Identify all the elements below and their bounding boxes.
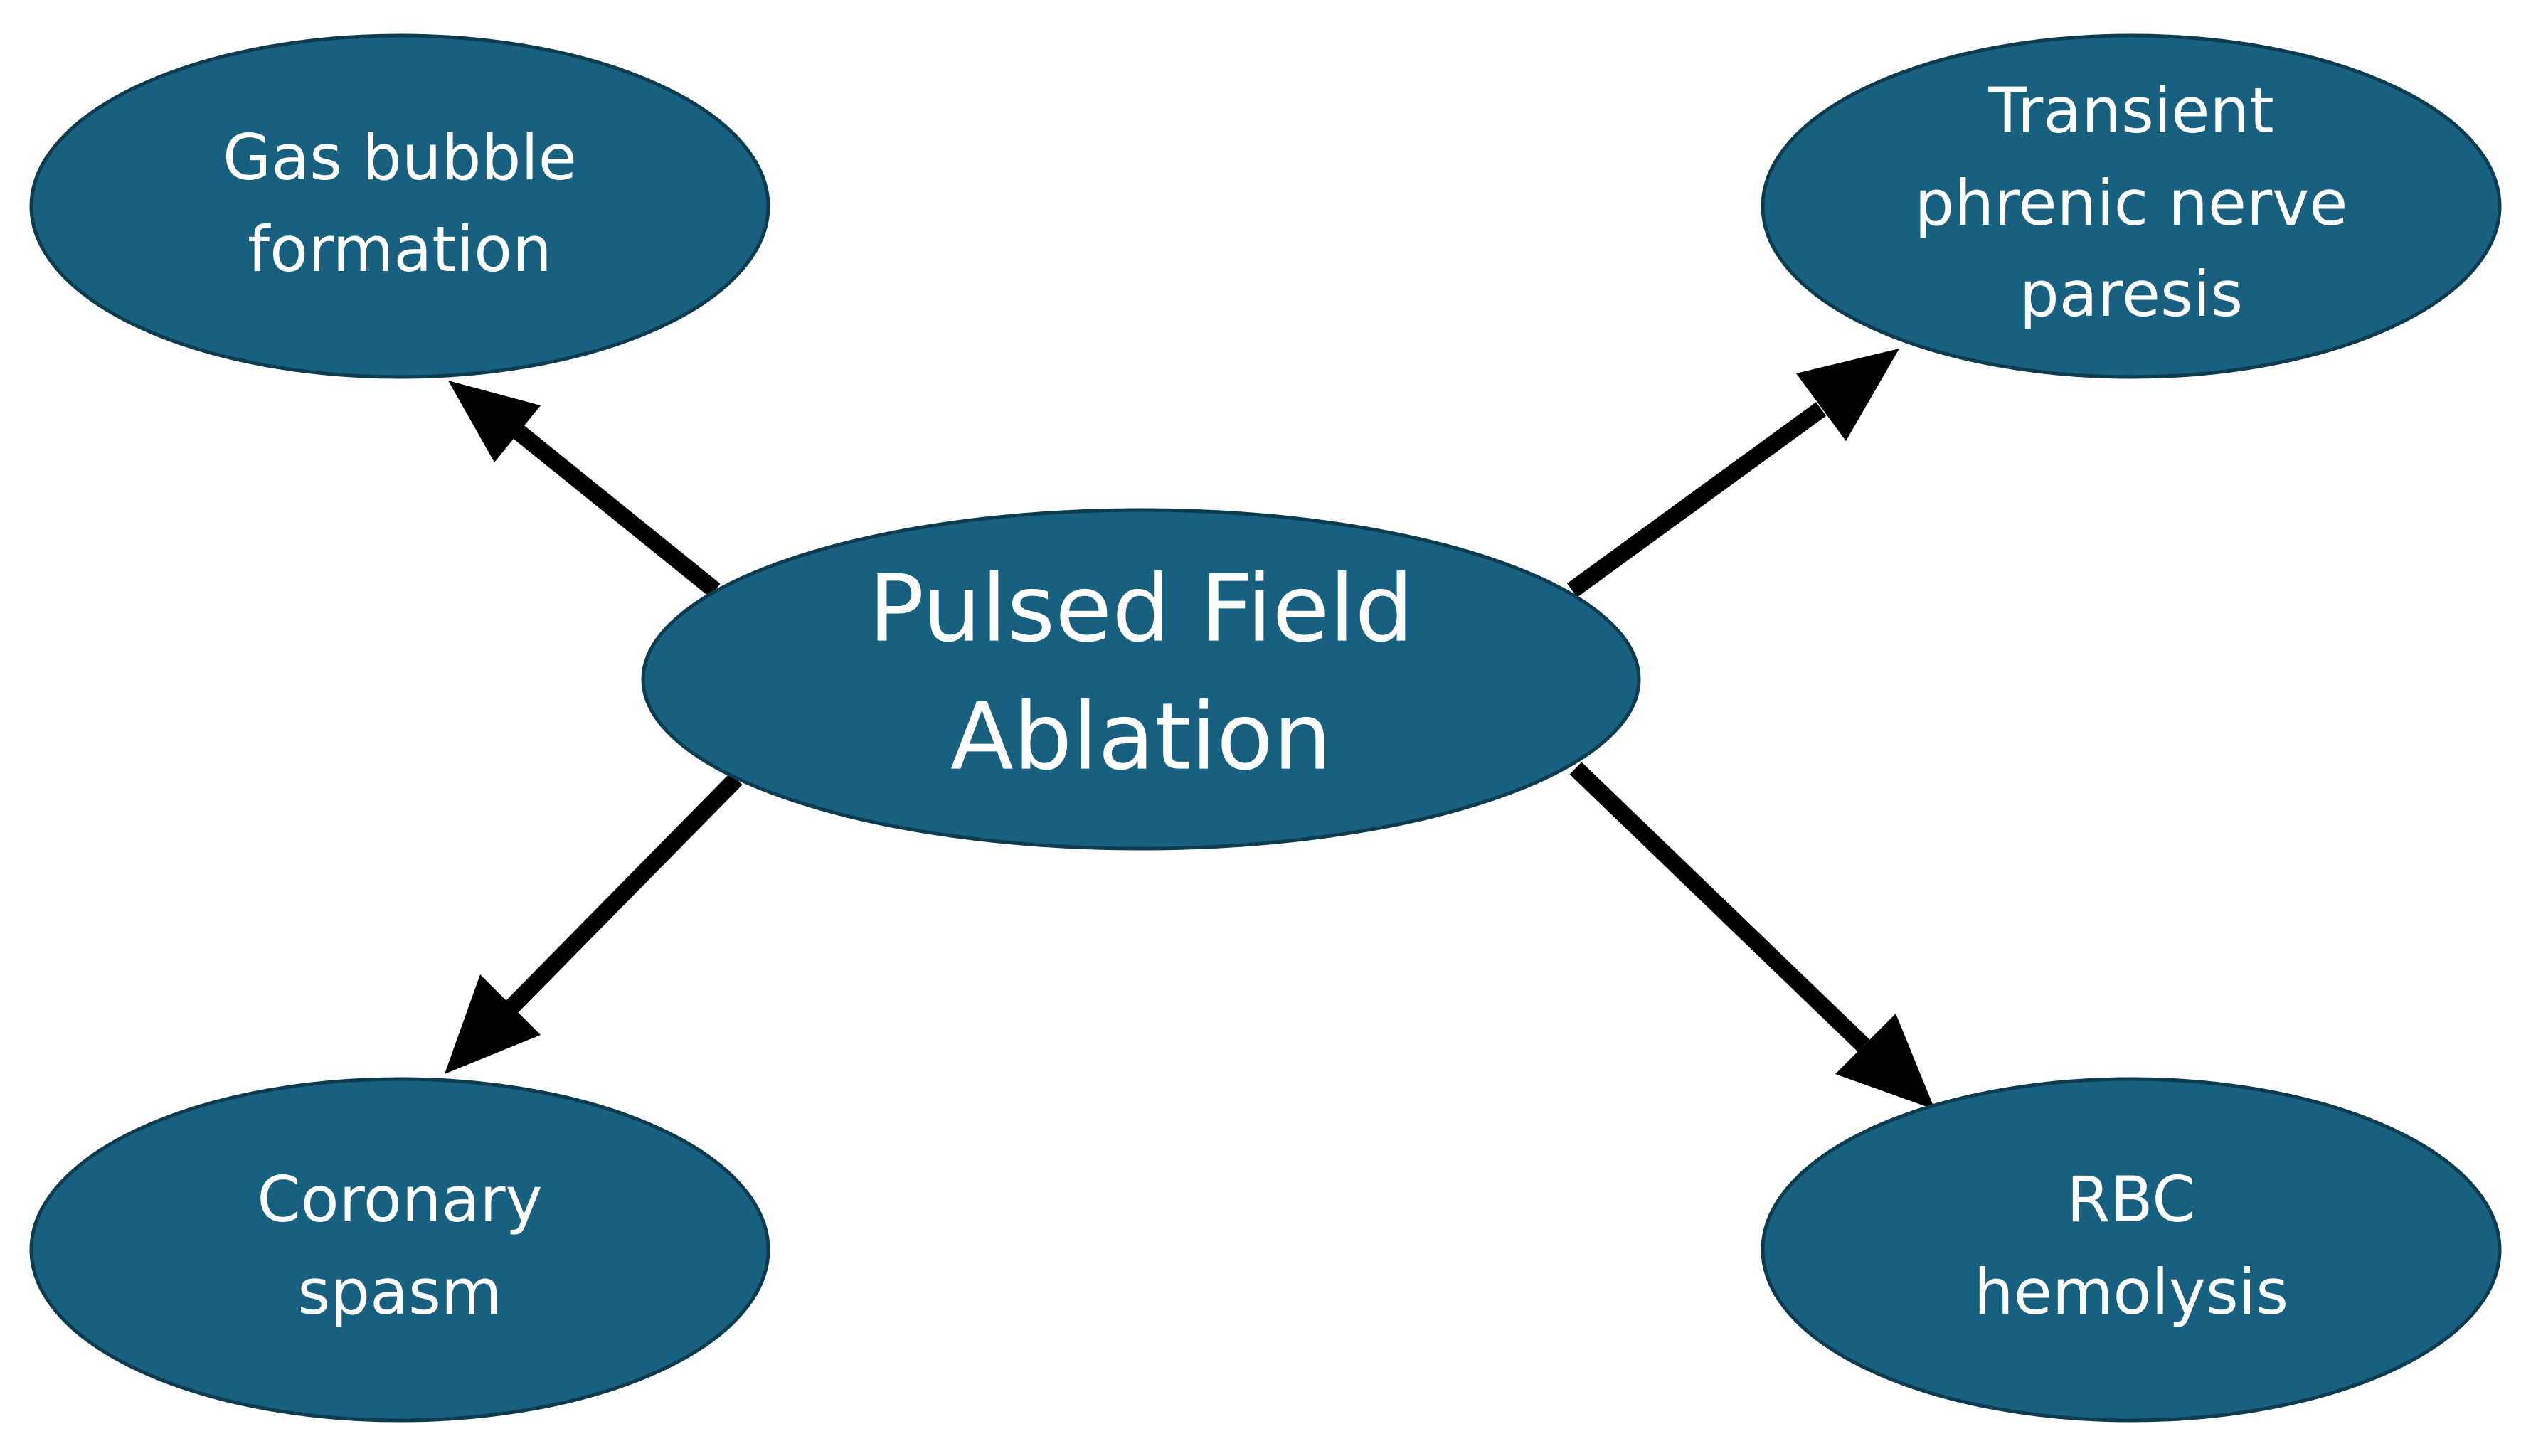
node-coronary-spasm: Coronary spasm [29,1077,770,1423]
node-label-line: RBC [2066,1163,2195,1236]
node-label-line: Transient [1987,74,2273,147]
center-label-line: Pulsed Field [869,555,1413,663]
node-label-line: hemolysis [1974,1255,2288,1329]
center-label-line: Ablation [950,683,1332,791]
arrow-to-phrenic-nerve [1566,349,1899,597]
arrow-to-rbc-hemolysis [1569,762,1935,1110]
node-label-line: Gas bubble [223,121,577,194]
node-label-line: spasm [297,1255,501,1329]
node-label-line: Coronary [257,1163,542,1236]
node-label-line: paresis [2020,257,2243,331]
node-label-line: phrenic nerve [1915,166,2348,240]
node-rbc-hemolysis: RBC hemolysis [1761,1077,2502,1423]
node-transient-phrenic-nerve-paresis: Transient phrenic nerve paresis [1761,33,2502,379]
node-label-line: formation [248,213,552,286]
arrow-to-coronary-spasm [445,772,743,1074]
arrow-to-gas-bubble [448,381,721,597]
node-pulsed-field-ablation: Pulsed Field Ablation [641,508,1641,851]
node-gas-bubble-formation: Gas bubble formation [29,33,770,379]
